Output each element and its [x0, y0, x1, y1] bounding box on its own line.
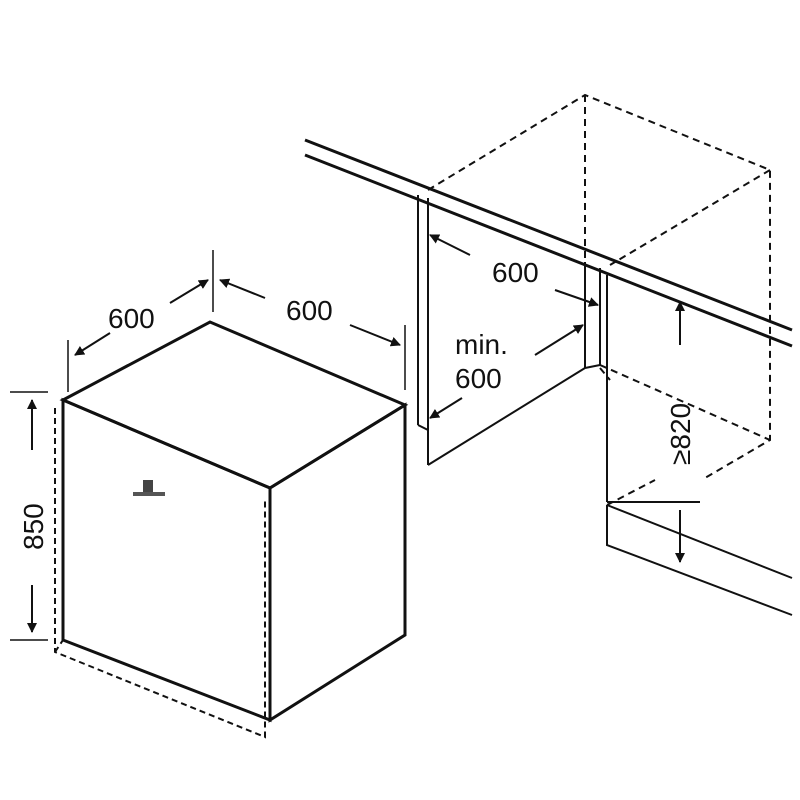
niche-width-label: 600	[492, 257, 539, 288]
countertop-bottom-edge	[304, 153, 793, 348]
dishwasher-box	[54, 320, 409, 739]
brand-logo-icon	[133, 480, 165, 496]
width-label: 600	[286, 295, 333, 326]
niche-height-label: ≥820	[665, 403, 696, 465]
niche-depth-label: 600	[455, 363, 502, 394]
dimension-lines	[10, 250, 406, 641]
niche-min-label: min.	[455, 329, 508, 360]
countertop-top-edge	[304, 138, 793, 332]
door-panel-outline	[54, 408, 266, 739]
depth-label: 600	[108, 303, 155, 334]
kitchen-niche	[304, 93, 793, 616]
appliance-side	[268, 402, 407, 723]
appliance-front	[61, 397, 272, 723]
appliance-top	[59, 320, 409, 490]
height-label: 850	[18, 503, 49, 550]
